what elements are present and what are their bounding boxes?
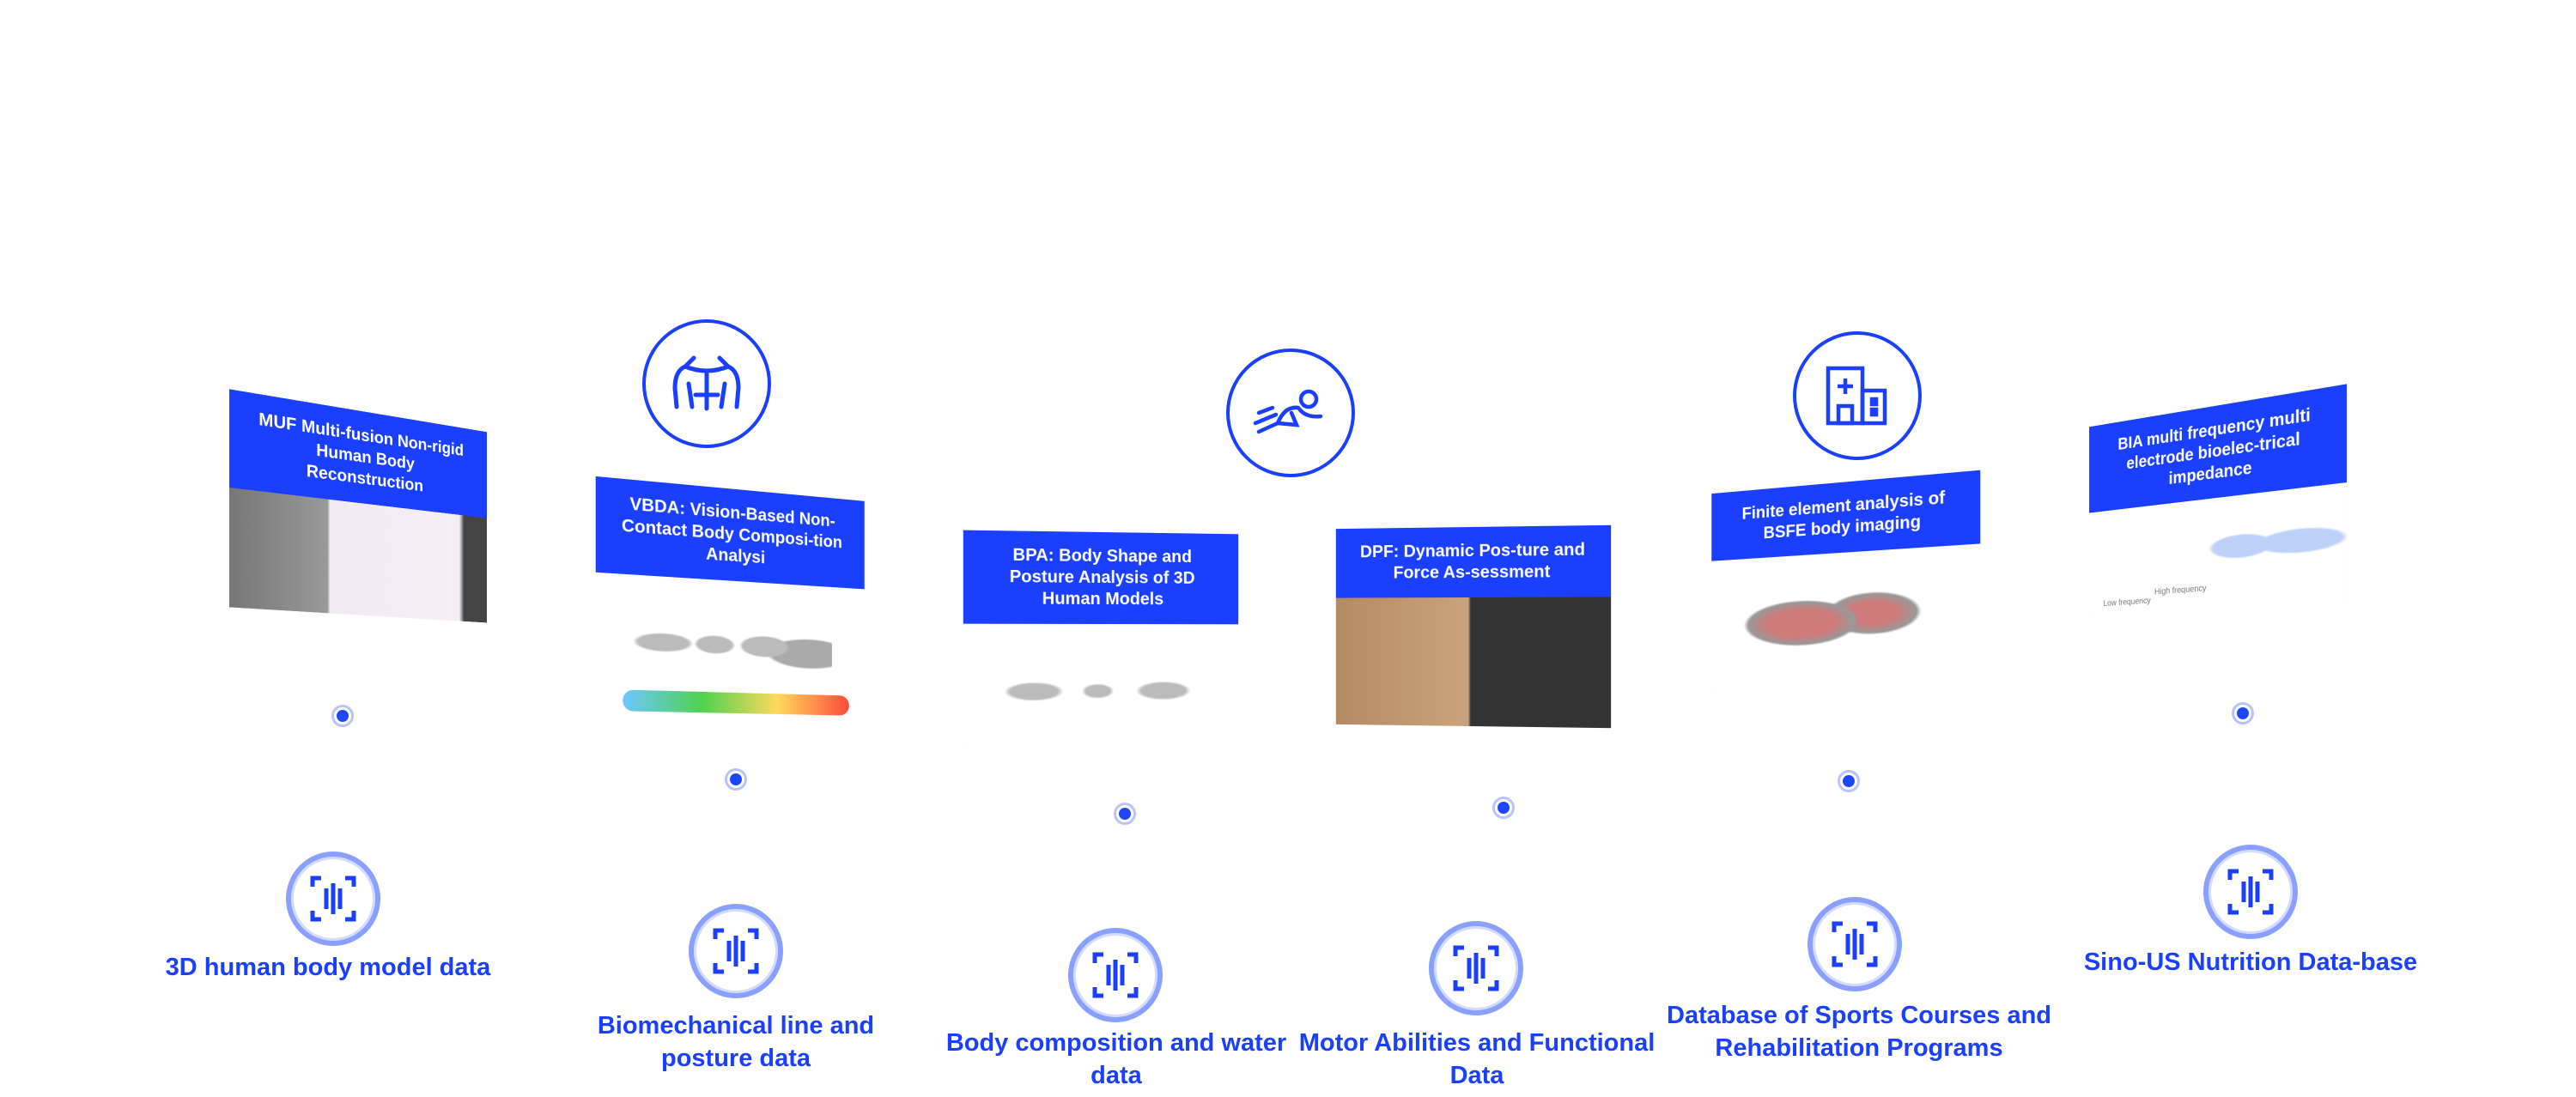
spine-imaging — [1711, 543, 1981, 694]
scan-icon — [1453, 945, 1499, 991]
data-label-5: Database of Sports Courses and Rehabilit… — [1667, 1002, 2051, 1062]
runner-icon-circle — [1226, 348, 1355, 477]
feature-card-bpa[interactable]: BPA: Body Shape and Posture Analysis of … — [963, 530, 1239, 749]
carousel-dot-5[interactable] — [1838, 770, 1860, 792]
scan-icon-circle-4[interactable] — [1429, 921, 1523, 1015]
torso-muscle-icon-circle — [642, 319, 771, 448]
posture-models — [963, 623, 1239, 749]
data-label-4: Motor Abilities and Functional Data — [1298, 1029, 1656, 1089]
scan-icon-circle-6[interactable] — [2203, 845, 2298, 939]
torso-muscle-icon — [672, 355, 741, 411]
runner-icon — [1253, 389, 1323, 434]
data-label-2: Biomechanical line and posture data — [597, 1012, 875, 1072]
scan-icon — [310, 876, 356, 922]
card-title: BPA: Body Shape and Posture Analysis of … — [963, 530, 1239, 625]
scan-icon-circle-1[interactable] — [286, 852, 380, 946]
carousel-dot-6[interactable] — [2232, 702, 2254, 724]
feature-card-dpf[interactable]: DPF: Dynamic Pos-ture and Force As-sessm… — [1335, 524, 1612, 729]
scan-icon — [713, 928, 759, 974]
feature-card-vbda[interactable]: VBDA: Vision-Based Non-Contact Body Comp… — [595, 476, 865, 730]
scan-icon — [1832, 921, 1878, 967]
scan-icon-circle-3[interactable] — [1068, 928, 1163, 1022]
feature-card-muf[interactable]: MUF Multi-fusion Non-rigid Human Body Re… — [229, 389, 487, 623]
high-frequency-caption: High frequency — [2154, 584, 2207, 597]
low-frequency-caption: Low frequency — [2103, 596, 2151, 609]
card-title: VBDA: Vision-Based Non-Contact Body Comp… — [595, 476, 865, 590]
feature-card-bsfe[interactable]: Finite element analysis of BSFE body ima… — [1711, 470, 1981, 694]
card-title: DPF: Dynamic Pos-ture and Force As-sessm… — [1335, 524, 1612, 598]
data-label-6: Sino-US Nutrition Data-base — [2083, 949, 2418, 976]
carousel-dot-4[interactable] — [1492, 797, 1515, 819]
feature-card-bia[interactable]: BIA multi frequency multi electrode bioe… — [2089, 384, 2347, 618]
data-label-1: 3D human body model data — [165, 954, 491, 981]
walking-muscle-sim — [1335, 597, 1612, 729]
scan-icon — [1092, 952, 1139, 998]
body-shape-gradient — [596, 573, 865, 730]
scan-icon-circle-2[interactable] — [689, 904, 783, 998]
carousel-dot-3[interactable] — [1114, 803, 1136, 825]
hospital-icon-circle — [1793, 331, 1922, 460]
carousel-dot-2[interactable] — [725, 768, 747, 791]
hospital-icon — [1826, 366, 1887, 426]
scan-icon — [2227, 869, 2274, 915]
scan-icon-circle-5[interactable] — [1807, 897, 1902, 991]
carousel-dot-1[interactable] — [331, 705, 354, 727]
data-label-3: Body composition and water data — [945, 1029, 1287, 1089]
